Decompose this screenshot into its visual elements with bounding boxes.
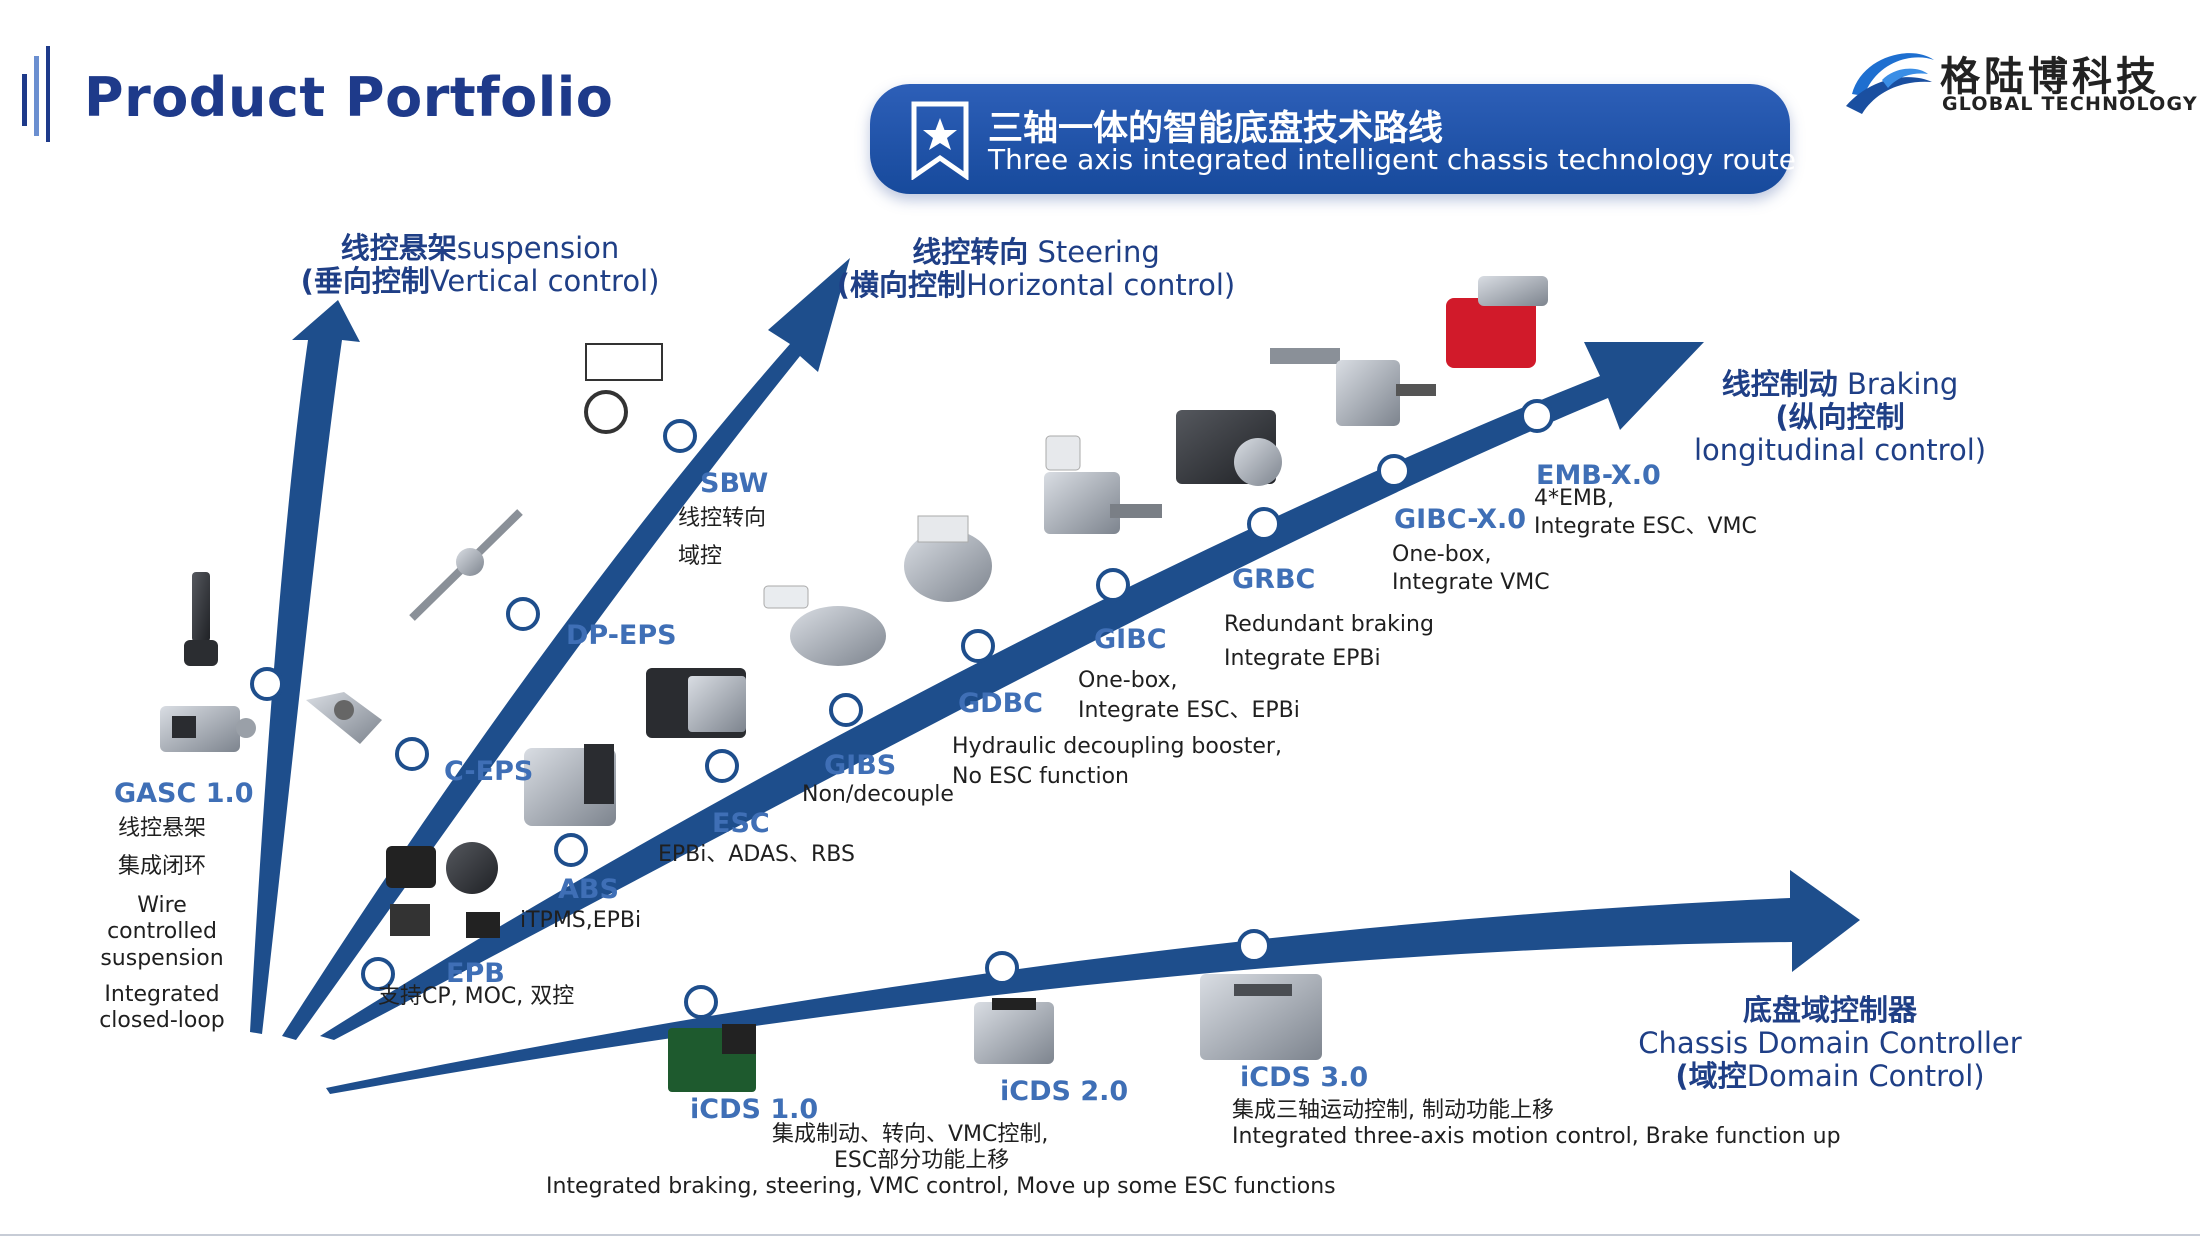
node-gibcx	[1379, 456, 1409, 486]
gibc-line1: One-box,	[1078, 668, 1178, 694]
product-sbw: SBW	[700, 468, 768, 499]
gasc-description: 线控悬架 集成闭环 Wire controlled suspension Int…	[84, 816, 240, 1035]
category-domain: 底盘域控制器 Chassis Domain Controller (域控Doma…	[1630, 994, 2030, 1093]
icds1-line1: 集成制动、转向、VMC控制,	[772, 1122, 1048, 1148]
product-abs: ABS	[558, 874, 619, 905]
embx-line2: Integrate ESC、VMC	[1534, 514, 1757, 540]
product-icds2: iCDS 2.0	[1000, 1076, 1128, 1107]
icds3-ecu-image	[1200, 974, 1322, 1060]
gibs-booster-image	[764, 586, 886, 666]
abs-unit-image	[524, 744, 616, 826]
gibc-unit-image	[1044, 436, 1162, 534]
node-embx	[1522, 401, 1552, 431]
node-sbw	[665, 421, 695, 451]
category-braking: 线控制动 Braking (纵向控制 longitudinal control)	[1680, 368, 2000, 467]
node-ceps	[397, 739, 427, 769]
icds1-board-image	[668, 1024, 756, 1092]
node-gibc	[1098, 570, 1128, 600]
epb-description: 支持CP, MOC, 双控	[378, 984, 574, 1010]
gibs-description: Non/decouple	[802, 782, 954, 808]
gdbc-line1: Hydraulic decoupling booster,	[952, 734, 1282, 760]
sbw-schematic-image	[586, 344, 662, 432]
embx-line1: 4*EMB,	[1534, 486, 1614, 512]
icds1-line2: ESC部分功能上移	[834, 1148, 1009, 1174]
grbc-line1: Redundant braking	[1224, 612, 1434, 638]
gibc-line2: Integrate ESC、EPBi	[1078, 698, 1300, 724]
gibcx-line1: One-box,	[1392, 542, 1492, 568]
suspension-ecu-image	[160, 706, 256, 752]
footer-divider	[0, 1234, 2200, 1236]
product-esc: ESC	[712, 808, 770, 839]
esc-unit-image	[646, 668, 746, 738]
node-gdbc	[963, 631, 993, 661]
category-suspension: 线控悬架suspension (垂向控制Vertical control)	[290, 232, 670, 298]
category-steering: 线控转向 Steering (横向控制Horizontal control)	[826, 236, 1246, 302]
node-icds3	[1239, 931, 1269, 961]
node-grbc	[1249, 509, 1279, 539]
product-gasc: GASC 1.0	[114, 778, 254, 809]
node-gasc	[252, 669, 282, 699]
air-spring-image	[184, 572, 218, 666]
product-ceps: C-EPS	[444, 756, 533, 787]
abs-description: iTPMS,EPBi	[520, 908, 641, 934]
steering-rack-image	[412, 512, 520, 618]
gdbc-line2: No ESC function	[952, 764, 1129, 790]
icds2-ecu-image	[974, 998, 1054, 1064]
emb-caliper-image	[1446, 276, 1548, 368]
gibcx-line2: Integrate VMC	[1392, 570, 1550, 596]
product-gibc: GIBC	[1094, 624, 1167, 655]
grbc-line2: Integrate EPBi	[1224, 646, 1381, 672]
gdbc-booster-image	[904, 516, 992, 602]
node-dpeps	[508, 599, 538, 629]
node-icds1	[686, 987, 716, 1017]
node-abs	[556, 835, 586, 865]
esc-description: EPBi、ADAS、RBS	[658, 842, 855, 868]
sbw-line2: 域控	[678, 544, 722, 570]
grbc-unit-image	[1176, 410, 1282, 486]
product-grbc: GRBC	[1232, 564, 1315, 595]
product-icds3: iCDS 3.0	[1240, 1062, 1368, 1093]
product-gdbc: GDBC	[958, 688, 1043, 719]
suspension-arrow	[250, 300, 360, 1034]
node-icds2	[987, 953, 1017, 983]
gibcx-unit-image	[1270, 348, 1436, 426]
icds3-line1: 集成三轴运动控制, 制动功能上移	[1232, 1098, 1554, 1124]
node-esc	[707, 751, 737, 781]
icds3-line2: Integrated three-axis motion control, Br…	[1232, 1124, 1841, 1150]
sbw-line1: 线控转向	[678, 506, 766, 532]
product-dpeps: DP-EPS	[566, 620, 677, 651]
node-gibs	[831, 695, 861, 725]
product-icds1: iCDS 1.0	[690, 1094, 818, 1125]
steering-column-image	[306, 692, 382, 744]
product-gibcx: GIBC-X.0	[1394, 504, 1526, 535]
icds1-line3: Integrated braking, steering, VMC contro…	[546, 1174, 1336, 1200]
product-gibs: GIBS	[824, 750, 896, 781]
